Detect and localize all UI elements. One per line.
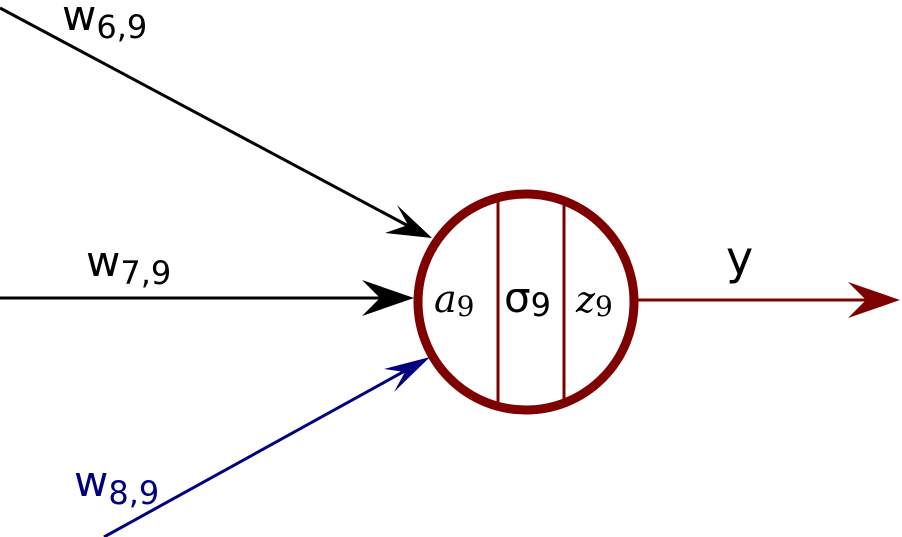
weight-label-w8-9: w8,9 [74,457,159,512]
activation-sub: 9 [457,290,475,323]
weight-w7-9-base: w [86,237,120,286]
activation-label: a9 [434,277,474,323]
weight-w6-9-sub: 6,9 [96,8,147,46]
function-sub: 9 [531,286,551,324]
output-value-base: z [575,280,596,321]
edge-w7-9 [0,280,414,316]
weight-w7-9-sub: 7,9 [120,254,171,292]
weight-label-w7-9: w7,9 [86,237,171,292]
function-label: σ9 [504,273,551,324]
weight-w8-9-base: w [74,457,108,506]
function-base: σ [504,273,531,322]
neuron-node: a9 σ9 z9 [413,189,639,415]
output-value-label: z9 [575,280,613,323]
weight-label-w6-9: w6,9 [62,0,147,46]
edge-output-arrowhead [848,282,900,318]
edge-w8-9-line [103,365,413,537]
edge-w8-9 [103,357,430,537]
weight-w6-9-base: w [62,0,96,40]
edge-w6-9-arrowhead [385,205,432,238]
weight-w8-9-sub: 8,9 [108,474,159,512]
activation-base: a [434,277,457,321]
edge-w6-9 [0,6,432,238]
neuron-circle [413,189,639,415]
output-value-sub: 9 [595,290,613,323]
output-label-y: y [726,231,753,285]
edge-w8-9-arrowhead [384,357,430,392]
edge-w7-9-arrowhead [362,280,414,316]
edge-w6-9-line [0,6,415,231]
edge-output [638,282,900,318]
